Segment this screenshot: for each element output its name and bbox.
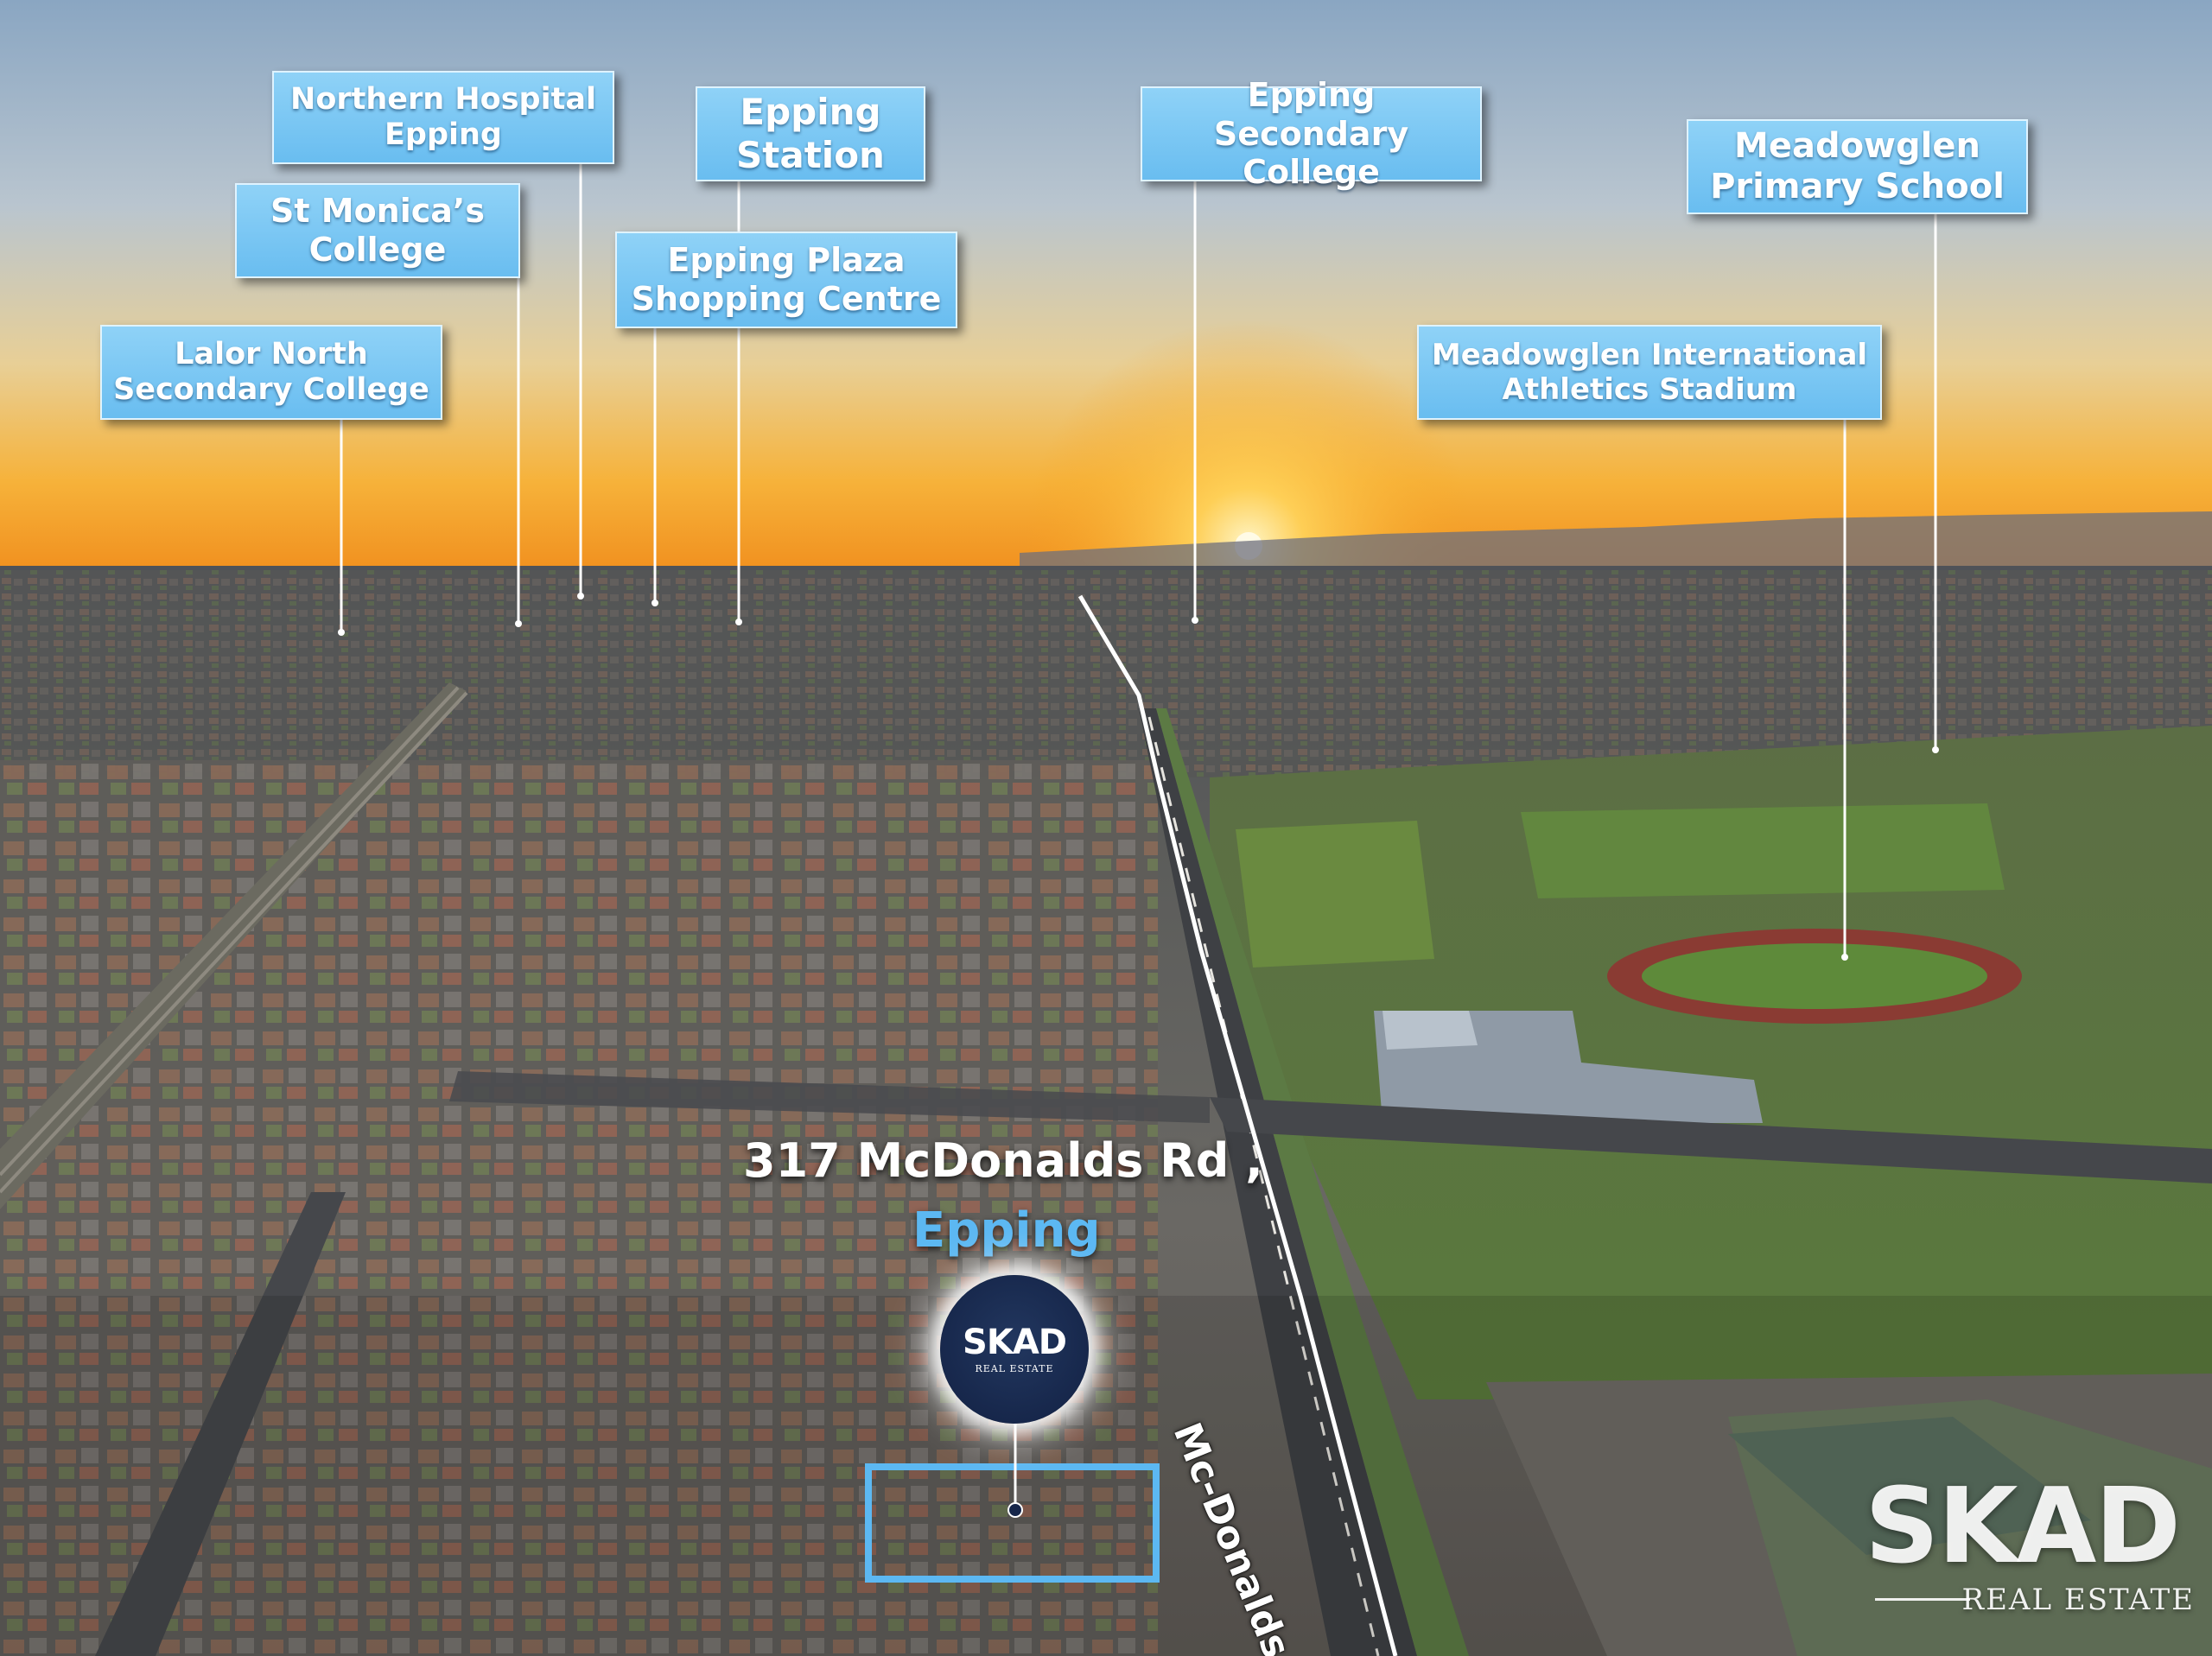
badge-logo-text: SKAD <box>963 1322 1067 1362</box>
watermark-logo-subtext: REAL ESTATE <box>1961 1583 2195 1617</box>
poi-label-line-2: College <box>308 231 447 269</box>
property-address: 317 McDonalds Rd , <box>743 1133 1263 1188</box>
poi-label-line-1: Meadowglen International <box>1431 337 1868 372</box>
poi-label-line-1: Lalor North <box>175 336 368 371</box>
poi-label-epping-station: Epping Station <box>696 86 925 181</box>
poi-label-northern-hospital: Northern Hospital Epping <box>272 71 614 164</box>
poi-label-line-1: Epping <box>740 91 881 134</box>
watermark-divider <box>1875 1598 1970 1601</box>
route-line <box>1077 594 1398 1656</box>
property-suburb: Epping <box>912 1202 1101 1259</box>
poi-label-line-2: Shopping Centre <box>631 280 942 318</box>
poi-label-line-2: Station <box>736 134 885 176</box>
property-boundary <box>865 1463 1160 1583</box>
poi-label-line-2: Secondary College <box>113 372 429 407</box>
skad-watermark-logo: SKAD REAL ESTATE <box>1849 1475 2195 1622</box>
poi-leader-lines <box>340 162 1937 957</box>
poi-label-line-1: Northern Hospital <box>290 81 596 117</box>
poi-label-epping-plaza: Epping Plaza Shopping Centre <box>615 232 957 328</box>
poi-label-line-2: Epping <box>385 117 502 152</box>
poi-label-line-1: Meadowglen <box>1734 125 1980 166</box>
poi-label-meadowglen-athletics-stadium: Meadowglen International Athletics Stadi… <box>1417 325 1882 420</box>
poi-label-st-monicas-college: St Monica’s College <box>235 183 520 278</box>
poi-label-line-1: Epping Plaza <box>667 241 906 280</box>
skad-badge-pin: SKAD REAL ESTATE <box>940 1275 1089 1424</box>
poi-label-line-2: Secondary College <box>1213 114 1409 192</box>
watermark-logo-text: SKAD <box>1865 1467 2181 1587</box>
poi-label-line-2: Primary School <box>1710 167 2005 206</box>
poi-label-line-2: Athletics Stadium <box>1502 372 1797 407</box>
poi-label-line-1: St Monica’s <box>270 192 485 231</box>
poi-label-meadowglen-primary-school: Meadowglen Primary School <box>1687 119 2028 214</box>
poi-label-lalor-north-secondary-college: Lalor North Secondary College <box>100 325 442 420</box>
poi-label-line-1: Epping <box>1247 75 1376 114</box>
badge-logo-subtext: REAL ESTATE <box>975 1362 1054 1374</box>
poi-label-epping-secondary-college: Epping Secondary College <box>1141 76 1482 191</box>
